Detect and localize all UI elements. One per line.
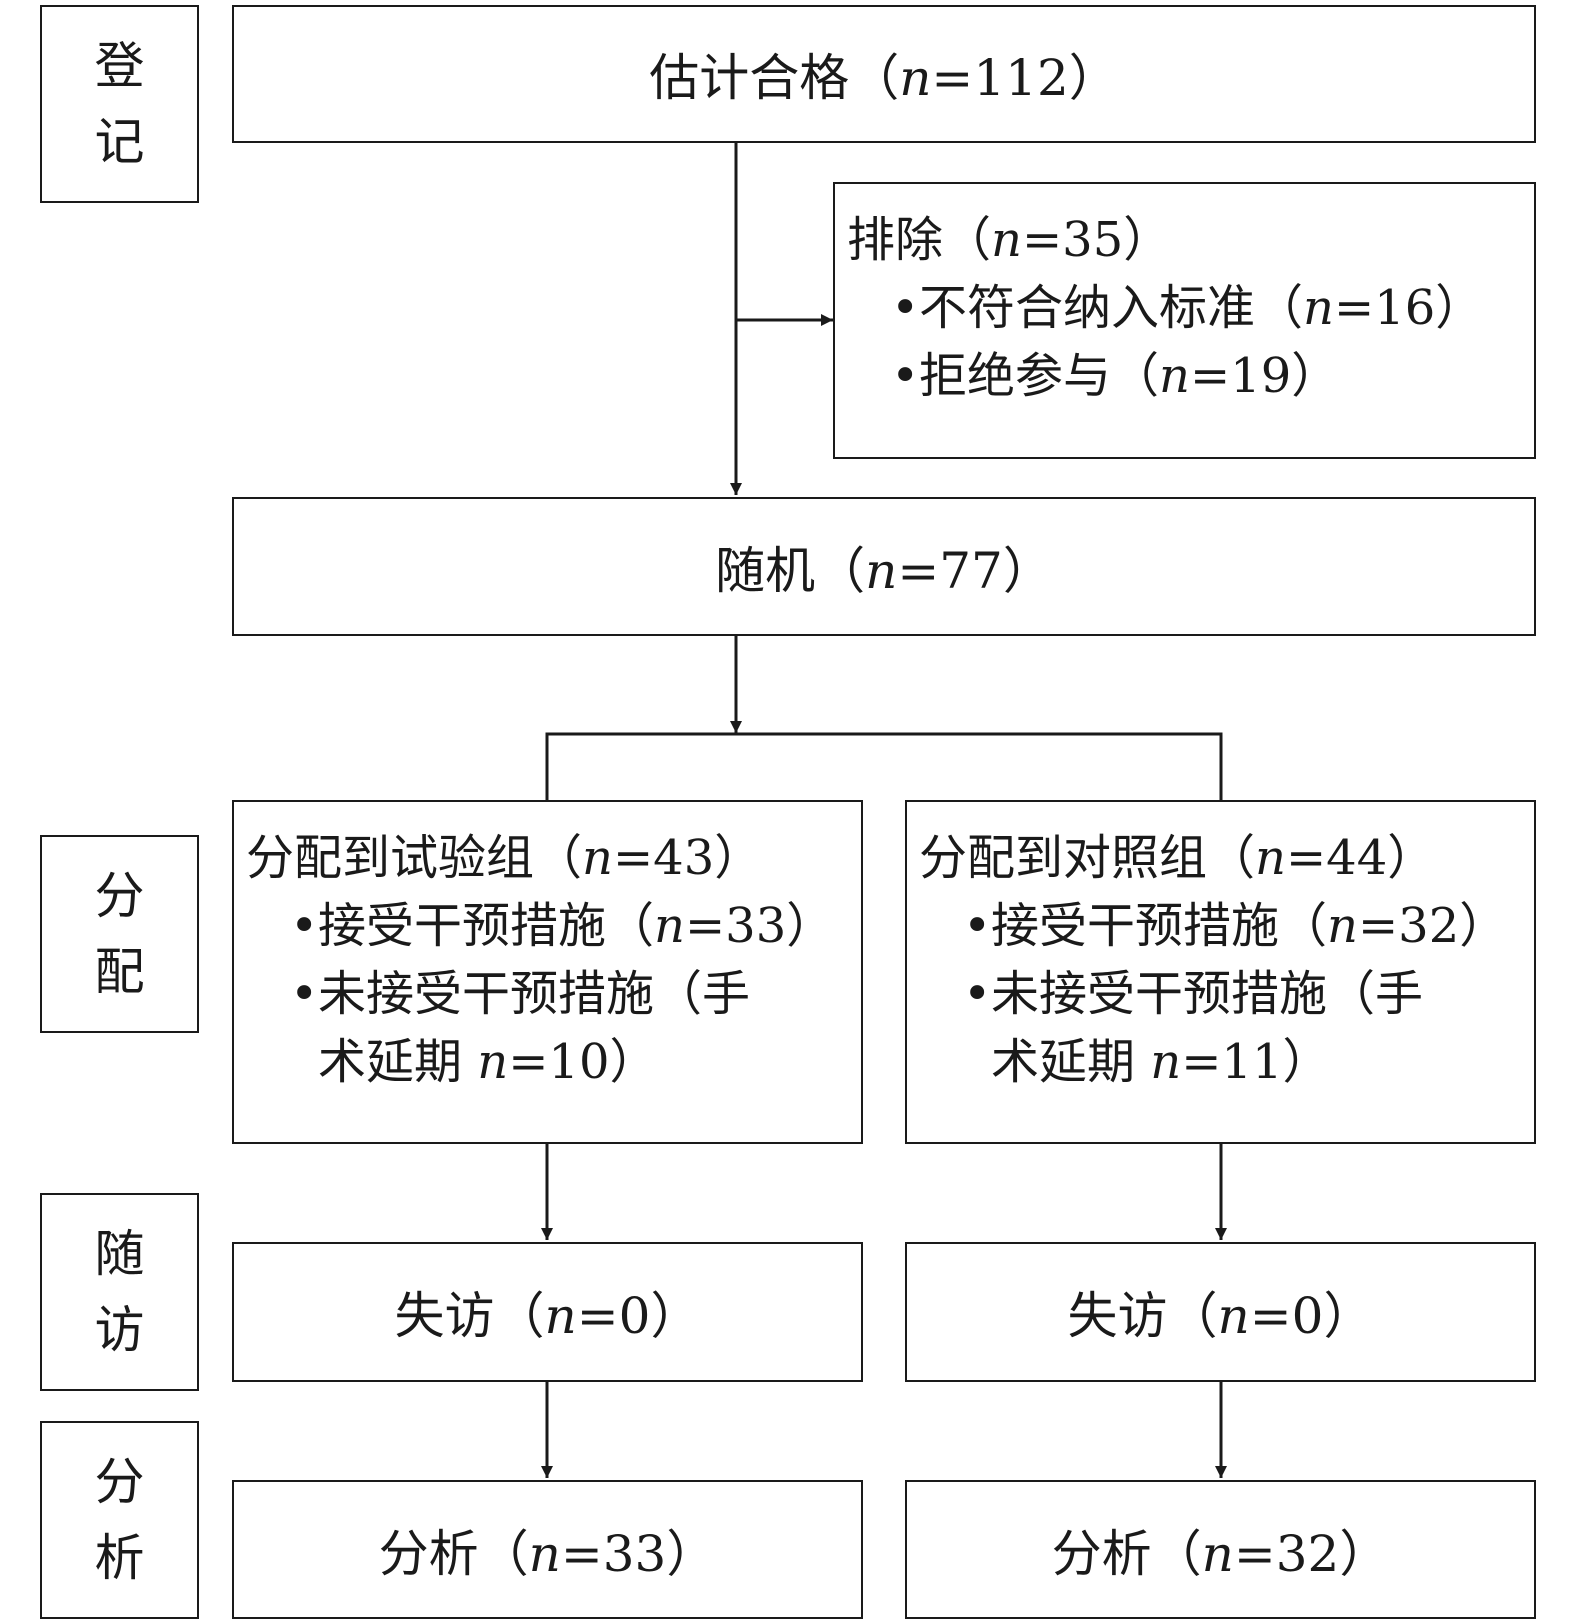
- stage-char: 析: [94, 1529, 145, 1587]
- alloc-trial-item: 接受干预措施（n=33）: [246, 892, 861, 960]
- stage-char: 随: [94, 1225, 145, 1283]
- node-text: 随机（n=77）: [715, 541, 1053, 600]
- excluded-item: 拒绝参与（n=19）: [847, 342, 1534, 410]
- stage-char: 访: [94, 1301, 145, 1359]
- node-excluded: 排除（n=35） 不符合纳入标准（n=16） 拒绝参与（n=19）: [833, 182, 1536, 459]
- alloc-trial-title: 分配到试验组（n=43）: [246, 830, 763, 886]
- split-connector: [545, 732, 1223, 800]
- stage-label-followup: 随 访: [40, 1193, 199, 1391]
- node-text: 估计合格（n=112）: [649, 49, 1119, 107]
- node-text: 失访（n=0）: [394, 1287, 701, 1345]
- stage-char: 分: [94, 867, 145, 925]
- node-alloc-trial: 分配到试验组（n=43） 接受干预措施（n=33） 未接受干预措施（手 术延期 …: [232, 800, 863, 1144]
- node-analysis-control: 分析（n=32）: [905, 1480, 1536, 1619]
- node-eligible: 估计合格（n=112）: [232, 5, 1536, 143]
- stage-label-analysis: 分 析: [40, 1421, 199, 1619]
- alloc-control-title: 分配到对照组（n=44）: [919, 830, 1436, 886]
- stage-char: 登: [94, 37, 145, 95]
- stage-char: 分: [94, 1453, 145, 1511]
- alloc-control-item-cont: 术延期 n=11）: [991, 1034, 1331, 1090]
- node-text: 分析（n=32）: [1051, 1524, 1390, 1583]
- node-lost-control: 失访（n=0）: [905, 1242, 1536, 1382]
- excluded-item: 不符合纳入标准（n=16）: [847, 274, 1534, 342]
- stage-char: 配: [94, 943, 145, 1001]
- alloc-control-item: 接受干预措施（n=32）: [919, 892, 1534, 960]
- alloc-trial-item-cont: 术延期 n=10）: [318, 1034, 658, 1090]
- stage-label-allocate: 分 配: [40, 835, 199, 1033]
- node-text: 分析（n=33）: [378, 1524, 717, 1583]
- node-analysis-trial: 分析（n=33）: [232, 1480, 863, 1619]
- stage-label-enroll: 登 记: [40, 5, 199, 203]
- alloc-control-item: 未接受干预措施（手: [919, 960, 1534, 1028]
- node-lost-trial: 失访（n=0）: [232, 1242, 863, 1382]
- node-text: 失访（n=0）: [1067, 1287, 1374, 1345]
- node-alloc-control: 分配到对照组（n=44） 接受干预措施（n=32） 未接受干预措施（手 术延期 …: [905, 800, 1536, 1144]
- alloc-trial-item: 未接受干预措施（手: [246, 960, 861, 1028]
- node-randomized: 随机（n=77）: [232, 497, 1536, 636]
- stage-char: 记: [94, 113, 145, 171]
- excluded-title: 排除（n=35）: [847, 212, 1172, 268]
